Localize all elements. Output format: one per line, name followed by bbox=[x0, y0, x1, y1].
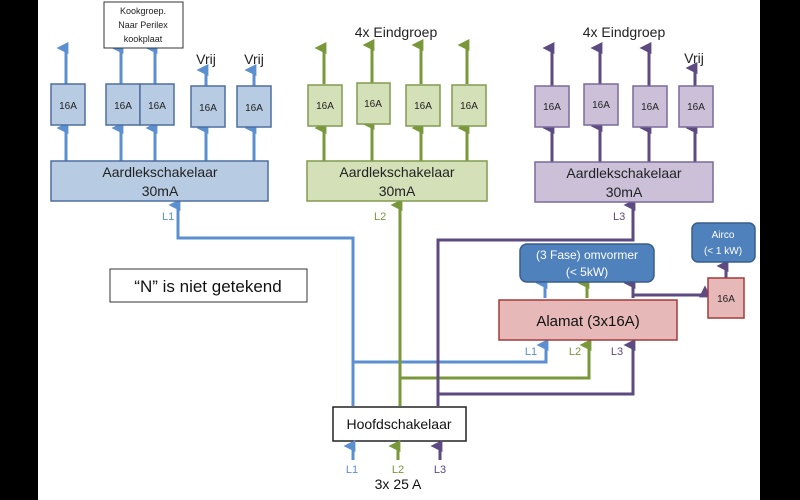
airco-breaker-label: 16A bbox=[717, 294, 735, 305]
rcd-rating: 30mA bbox=[606, 184, 643, 200]
main-rating: 3x 25 A bbox=[375, 476, 422, 492]
rcd-rating: 30mA bbox=[379, 183, 416, 199]
breaker-l2-2 bbox=[356, 82, 391, 125]
rcd-label: Aardlekschakelaar bbox=[339, 164, 455, 180]
breaker-label: 16A bbox=[687, 102, 705, 113]
airco-rating: (< 1 kW) bbox=[704, 246, 742, 257]
main-switch-label: Hoofdschakelaar bbox=[346, 416, 451, 432]
free-label: Vrij bbox=[196, 51, 216, 67]
alamat-box bbox=[498, 299, 678, 341]
breaker-label: 16A bbox=[592, 100, 610, 111]
wiring-diagram: 16A 16A 16A 16A 16A Aardlekschakelaar 30… bbox=[50, 1, 756, 492]
breaker-l1-1 bbox=[50, 83, 86, 126]
main-switch-inputs bbox=[343, 440, 443, 460]
group-l2: 16A 16A 16A 16A 4x Eindgroep Aardlekscha… bbox=[306, 24, 488, 223]
cooking-note-line: Naar Perilex bbox=[118, 20, 168, 30]
breaker-l2-4 bbox=[451, 84, 487, 127]
breaker-label: 16A bbox=[148, 101, 166, 112]
wire-l2 bbox=[390, 199, 592, 406]
free-label: Vrij bbox=[244, 51, 264, 67]
main-input-l1: L1 bbox=[346, 464, 358, 476]
alamat-outputs bbox=[535, 260, 729, 298]
cooking-note-box bbox=[103, 1, 184, 49]
breaker-label: 16A bbox=[199, 103, 217, 114]
alamat-label: Alamat (3x16A) bbox=[536, 313, 639, 330]
group-l3: 16A 16A 16A 16A 4x Eindgroep Vrij Aardle… bbox=[534, 24, 714, 223]
alamat-input-l2: L2 bbox=[569, 346, 581, 358]
breaker-l3-3 bbox=[632, 85, 668, 128]
breaker-label: 16A bbox=[460, 101, 478, 112]
breaker-l2-1 bbox=[307, 84, 343, 127]
breaker-l3-2 bbox=[583, 83, 619, 126]
breaker-l1-5 bbox=[236, 85, 272, 128]
breaker-label: 16A bbox=[364, 99, 382, 110]
main-input-l3: L3 bbox=[434, 464, 446, 476]
note-text: “N” is niet getekend bbox=[134, 277, 281, 296]
cooking-note-line: kookplaat bbox=[124, 34, 163, 44]
breaker-label: 16A bbox=[414, 101, 432, 112]
group-title: 4x Eindgroep bbox=[583, 24, 666, 40]
airco-label: Airco bbox=[712, 230, 735, 241]
main-switch-box bbox=[332, 406, 467, 442]
rcd-l2 bbox=[306, 160, 488, 202]
diagram-canvas: 16A 16A 16A 16A 16A Aardlekschakelaar 30… bbox=[38, 0, 760, 500]
breaker-label: 16A bbox=[114, 101, 132, 112]
breaker-l1-4 bbox=[190, 85, 226, 128]
phase-label-l2: L2 bbox=[374, 211, 386, 223]
group-l1: 16A 16A 16A 16A 16A Aardlekschakelaar 30… bbox=[50, 1, 272, 223]
rcd-label: Aardlekschakelaar bbox=[102, 164, 218, 180]
wire-l3 bbox=[436, 199, 636, 406]
breaker-l2-3 bbox=[405, 84, 441, 127]
wire-l1 bbox=[168, 199, 549, 406]
breaker-label: 16A bbox=[543, 102, 561, 113]
alamat-input-l3: L3 bbox=[611, 346, 623, 358]
rcd-label: Aardlekschakelaar bbox=[566, 165, 682, 181]
inverter-label: (3 Fase) omvormer bbox=[536, 248, 638, 262]
note-box bbox=[109, 268, 308, 303]
group-title: 4x Eindgroep bbox=[355, 24, 438, 40]
free-label: Vrij bbox=[684, 50, 704, 66]
breaker-l3-4 bbox=[678, 85, 714, 128]
breaker-label: 16A bbox=[245, 103, 263, 114]
breaker-l1-3 bbox=[139, 83, 175, 126]
alamat-input-l1: L1 bbox=[525, 346, 537, 358]
breaker-l3-1 bbox=[534, 85, 570, 128]
cooking-note-line: Kookgroep. bbox=[120, 6, 166, 16]
breaker-label: 16A bbox=[641, 102, 659, 113]
rcd-l3 bbox=[534, 161, 714, 203]
breaker-label: 16A bbox=[59, 101, 77, 112]
inverter-box bbox=[519, 243, 655, 283]
phase-label-l1: L1 bbox=[162, 211, 174, 223]
main-input-l2: L2 bbox=[392, 464, 404, 476]
phase-label-l3: L3 bbox=[613, 211, 625, 223]
airco-breaker bbox=[707, 277, 745, 319]
rcd-l1 bbox=[50, 160, 269, 202]
breaker-label: 16A bbox=[316, 101, 334, 112]
airco-box bbox=[691, 222, 756, 263]
inverter-rating: (< 5kW) bbox=[566, 265, 608, 279]
rcd-rating: 30mA bbox=[142, 183, 179, 199]
